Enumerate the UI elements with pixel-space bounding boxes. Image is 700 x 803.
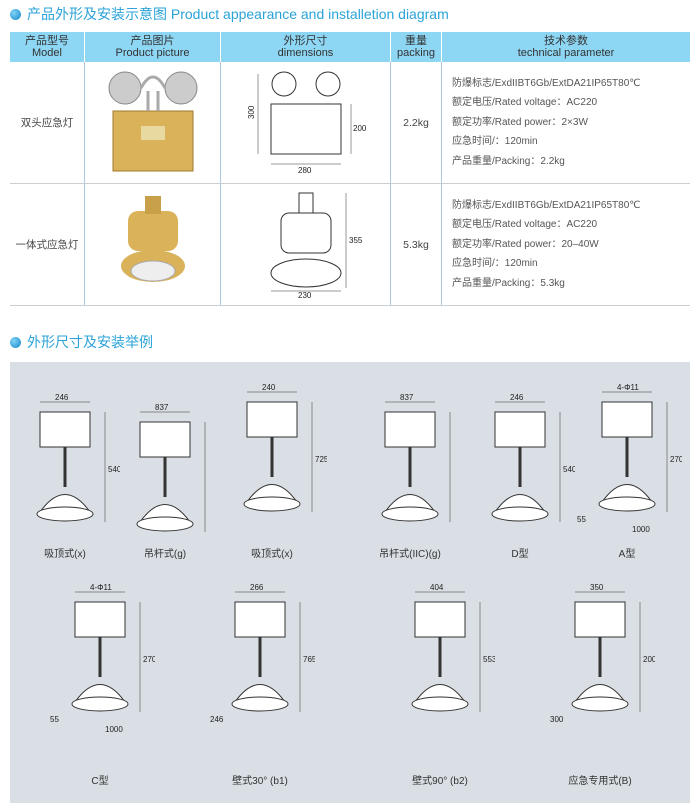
dimension-label: 553 bbox=[483, 655, 495, 664]
svg-text:280: 280 bbox=[298, 166, 312, 174]
diagram-caption: D型 bbox=[511, 549, 529, 560]
dimension-label: 837 bbox=[155, 403, 169, 412]
dimension-label: 350 bbox=[590, 583, 604, 592]
twin-head-dimension-drawing: 300 200 280 bbox=[247, 71, 366, 175]
diagram-caption: 吸顶式(x) bbox=[251, 549, 293, 560]
fixture-drawing: 246 540 bbox=[36, 393, 120, 522]
dimension-label: 1000 bbox=[105, 725, 123, 734]
model-cell: 一体式应急灯 bbox=[10, 183, 85, 306]
bullet-icon bbox=[10, 336, 21, 348]
integrated-lamp-dimension-drawing: 355 230 bbox=[270, 192, 363, 300]
dimension-label: 55 bbox=[577, 515, 586, 524]
integrated-lamp-image bbox=[120, 195, 185, 282]
section-title-text: 产品外形及安装示意图 Product appearance and instal… bbox=[27, 6, 449, 22]
dimension-label: 837 bbox=[400, 393, 414, 402]
fixture-drawing: 4-Φ11 270 55 1000 bbox=[50, 583, 155, 734]
twin-head-lamp-image bbox=[108, 71, 197, 172]
dimension-label: 270 bbox=[670, 455, 682, 464]
dimension-label: 4-Φ11 bbox=[90, 583, 112, 592]
dimension-label: 4-Φ11 bbox=[617, 383, 639, 392]
dimension-label: 246 bbox=[210, 715, 224, 724]
svg-text:230: 230 bbox=[298, 291, 312, 298]
fixture-drawing: 246 540 bbox=[491, 393, 575, 522]
diagram-caption: C型 bbox=[91, 776, 109, 787]
dimension-label: 270 bbox=[143, 655, 155, 664]
product-picture bbox=[84, 62, 221, 184]
weight-cell: 2.2kg bbox=[390, 62, 442, 184]
dimension-label: 266 bbox=[250, 583, 264, 592]
dimension-label: 200 bbox=[643, 655, 655, 664]
fixture-drawing: 4-Φ11 270 55 1000 bbox=[577, 383, 682, 534]
diagram-caption: 壁式30° (b1) bbox=[232, 776, 288, 787]
fixture-drawing: 266 765 246 bbox=[210, 583, 315, 724]
dimension-label: 540 bbox=[108, 465, 120, 474]
diagram-caption: 壁式90° (b2) bbox=[412, 776, 468, 787]
section-title-text: 外形尺寸及安装举例 bbox=[27, 334, 153, 350]
fixture-drawing: 350 200 300 bbox=[550, 583, 655, 724]
dimension-label: 300 bbox=[550, 715, 564, 724]
section-title-dimensions: 外形尺寸及安装举例 bbox=[10, 332, 153, 352]
fixture-drawing: 837 bbox=[381, 393, 451, 522]
dimension-label: 725 bbox=[315, 455, 327, 464]
fixture-drawing: 404 553 bbox=[411, 583, 495, 712]
dimension-drawing: 300 200 280 bbox=[220, 62, 391, 184]
fixture-drawing: 837 bbox=[136, 403, 206, 532]
section-title-product-appearance: 产品外形及安装示意图 Product appearance and instal… bbox=[10, 4, 449, 24]
diagram-caption: 吸顶式(x) bbox=[44, 549, 86, 560]
dimension-label: 404 bbox=[430, 583, 444, 592]
diagram-caption: 吊杆式(IIC)(g) bbox=[379, 549, 441, 560]
dimension-label: 540 bbox=[563, 465, 575, 474]
diagram-caption: 应急专用式(B) bbox=[568, 776, 632, 787]
dimension-label: 765 bbox=[303, 655, 315, 664]
dimension-label: 1000 bbox=[632, 525, 650, 534]
svg-text:300: 300 bbox=[247, 105, 256, 119]
dimension-label: 246 bbox=[55, 393, 69, 402]
table-row: 一体式应急灯 355 230 5.3kg 防爆标志/ExdIIBT6Gb/ExtD… bbox=[10, 183, 690, 306]
product-picture bbox=[84, 183, 221, 306]
svg-text:355: 355 bbox=[349, 236, 363, 245]
dimension-label: 55 bbox=[50, 715, 59, 724]
installation-examples-panel: 246 540 吸顶式(x) 837 吊杆式(g) 240 725 吸顶式(x) 837 吊杆式(… bbox=[10, 362, 690, 803]
table-row: 双头应急灯 300 200 280 2.2kg 防爆标志/ExdIIBT6Gb/Ex… bbox=[10, 62, 690, 184]
weight-cell: 5.3kg bbox=[390, 183, 442, 306]
diagram-caption: A型 bbox=[618, 549, 636, 560]
dimension-label: 240 bbox=[262, 383, 276, 392]
dimension-drawing: 355 230 bbox=[220, 183, 391, 306]
model-cell: 双头应急灯 bbox=[10, 62, 85, 184]
fixture-drawing: 240 725 bbox=[243, 383, 327, 512]
svg-text:200: 200 bbox=[353, 124, 366, 133]
dimension-label: 246 bbox=[510, 393, 524, 402]
diagram-caption: 吊杆式(g) bbox=[143, 549, 187, 560]
bullet-icon bbox=[10, 8, 21, 20]
